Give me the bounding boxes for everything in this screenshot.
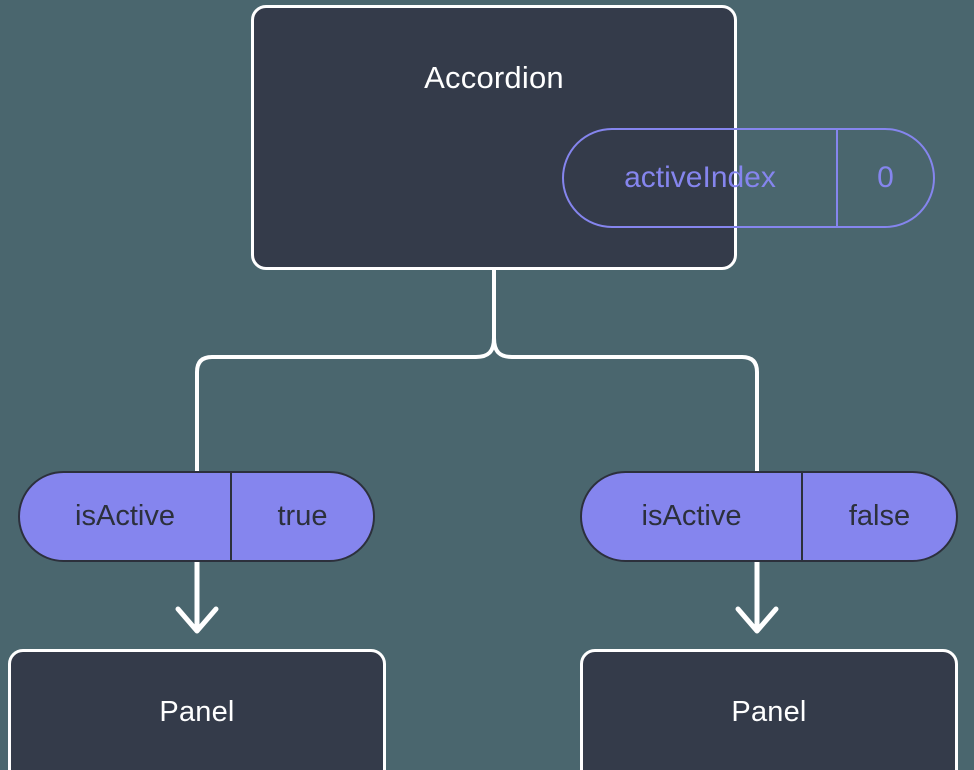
branch-right-prop-pill[interactable]: isActive false [580, 471, 958, 562]
accordion-prop-key: activeIndex [564, 130, 838, 226]
panel-node-right[interactable]: Panel [580, 649, 958, 770]
arrow-right-head [735, 606, 779, 634]
accordion-title: Accordion [424, 60, 564, 95]
branch-right-prop-value: false [848, 500, 911, 532]
panel-node-left[interactable]: Panel [8, 649, 386, 770]
panel-right-title: Panel [731, 696, 807, 728]
branch-left-prop-pill[interactable]: isActive true [18, 471, 375, 562]
fork-branch-left [195, 336, 496, 473]
branch-left-prop-key: isActive [20, 473, 232, 560]
accordion-node[interactable]: Accordion activeIndex 0 [251, 5, 935, 270]
branch-right-prop-key: isActive [582, 473, 803, 560]
fork-branch-right [492, 336, 759, 473]
branch-left-prop-value: true [277, 500, 328, 532]
accordion-prop-value: 0 [877, 161, 894, 194]
panel-left-title: Panel [159, 696, 235, 728]
accordion-prop-pill[interactable]: activeIndex 0 [562, 128, 935, 228]
arrow-left-head [175, 606, 219, 634]
